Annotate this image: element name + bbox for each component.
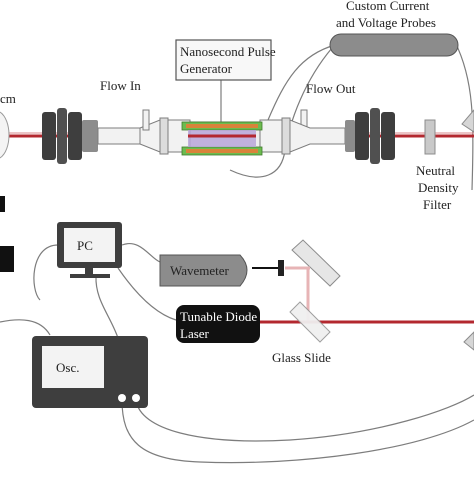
mirror-fiber bbox=[291, 239, 341, 287]
wavemeter-label: Wavemeter bbox=[170, 263, 230, 278]
left-edge-device-1 bbox=[0, 196, 5, 212]
flow-in-label: Flow In bbox=[100, 78, 141, 93]
flow-in-port bbox=[142, 109, 150, 131]
filter-label-1: Neutral bbox=[416, 163, 455, 178]
pc-label: PC bbox=[77, 238, 93, 253]
mirror-top-right-partial bbox=[461, 109, 474, 133]
pulse-generator-label-1: Nanosecond Pulse bbox=[180, 44, 276, 59]
glass-slide-label: Glass Slide bbox=[272, 350, 331, 365]
filter-label-3: Filter bbox=[423, 197, 452, 212]
plasma-region bbox=[188, 130, 256, 147]
probes-label-1: Custom Current bbox=[346, 0, 430, 13]
window-mount-right bbox=[345, 108, 395, 164]
osc-channel-1-port bbox=[118, 394, 126, 402]
pc-laser-cable bbox=[117, 267, 177, 321]
pc-left-cable bbox=[33, 244, 59, 301]
osc-channel-2-port bbox=[132, 394, 140, 402]
left-edge-cable bbox=[0, 319, 51, 336]
osc-label: Osc. bbox=[56, 360, 79, 375]
pulse-generator-label-2: Generator bbox=[180, 61, 233, 76]
pc-screen bbox=[64, 228, 115, 262]
pulse-generator-box bbox=[175, 39, 272, 81]
neutral-density-filter bbox=[424, 119, 436, 155]
pc-wavemeter-cable bbox=[121, 242, 161, 263]
laser-label-2: Laser bbox=[180, 326, 210, 341]
wavemeter-box bbox=[159, 254, 248, 287]
mirror-bottom-right-partial bbox=[463, 331, 474, 351]
osc-cable-1 bbox=[121, 399, 474, 464]
laser-label-1: Tunable Diode bbox=[180, 309, 257, 324]
osc-cable-2 bbox=[135, 394, 474, 442]
probe-cable-3 bbox=[454, 41, 474, 191]
glass-slide bbox=[289, 301, 331, 343]
lens-left-partial bbox=[0, 111, 10, 159]
cm-label-fragment: cm bbox=[0, 91, 16, 106]
window-mount-left bbox=[42, 108, 98, 164]
tunable-diode-laser bbox=[176, 305, 260, 343]
filter-label-2: Density bbox=[418, 180, 459, 195]
flow-out-label: Flow Out bbox=[306, 81, 356, 96]
oscilloscope-screen bbox=[42, 346, 104, 388]
electrode-bottom-core bbox=[186, 149, 258, 153]
left-edge-device-2 bbox=[0, 246, 14, 272]
electrode-top-core bbox=[186, 124, 258, 128]
pc-computer bbox=[57, 222, 122, 278]
probes-label-2: and Voltage Probes bbox=[336, 15, 436, 30]
pc-stand bbox=[70, 274, 110, 278]
electrode-assembly bbox=[181, 121, 263, 156]
current-voltage-probes bbox=[329, 33, 459, 57]
fiber-coupler bbox=[278, 260, 284, 276]
pc-osc-cable bbox=[95, 275, 119, 339]
